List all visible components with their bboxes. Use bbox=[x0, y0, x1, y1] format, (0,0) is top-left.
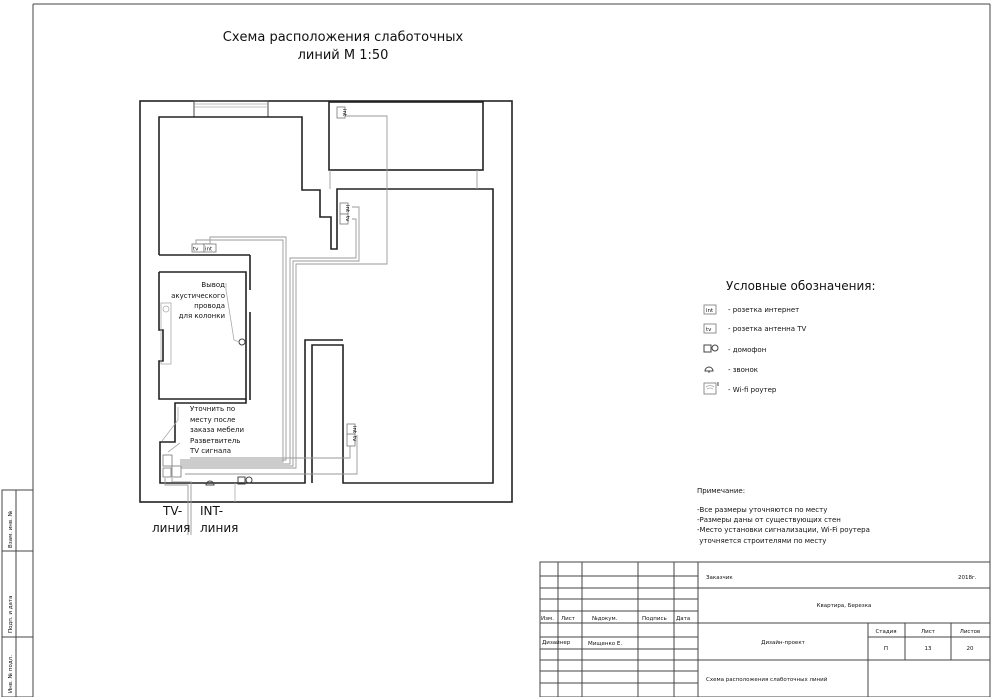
svg-text:Подп. и дата: Подп. и дата bbox=[8, 596, 14, 633]
note-speaker: Вывод акустического провода для колонки bbox=[171, 281, 225, 320]
svg-text:Уточнить по: Уточнить по bbox=[190, 405, 235, 413]
socket-int-bathroom: int bbox=[336, 106, 347, 119]
legend-item-intercom: - домофон bbox=[703, 344, 766, 354]
role: Дизайнер bbox=[542, 639, 571, 646]
window bbox=[193, 100, 269, 118]
svg-text:Инв. № подл.: Инв. № подл. bbox=[8, 655, 14, 693]
designer-name: Мищенко Е. bbox=[588, 641, 622, 647]
side-stamp: Взам. инв. № Подп. и дата Инв. № подл. bbox=[1, 489, 34, 697]
speaker-outlet-icon bbox=[238, 338, 246, 346]
svg-text:int: int bbox=[341, 109, 347, 117]
intercom-icon bbox=[237, 476, 253, 485]
tv-line-label: TV- линия bbox=[152, 504, 190, 535]
svg-text:акустического: акустического bbox=[171, 292, 225, 300]
svg-text:Вывод: Вывод bbox=[201, 281, 225, 289]
sheet-label: Лист bbox=[921, 629, 936, 635]
socket-int-right-room: int bbox=[346, 423, 357, 435]
svg-text:линия: линия bbox=[200, 521, 238, 535]
notes: Примечание: -Все размеры уточняются по м… bbox=[697, 487, 870, 545]
sheet-title: Схема расположения слаботочных линий bbox=[706, 676, 828, 683]
stage-label: Стадия bbox=[875, 629, 896, 635]
header-sheet: Лист bbox=[561, 616, 576, 622]
svg-text:- звонок: - звонок bbox=[728, 366, 758, 374]
svg-text:-Все размеры уточняются по мес: -Все размеры уточняются по месту bbox=[697, 506, 827, 514]
svg-text:Взам. инв. №: Взам. инв. № bbox=[8, 510, 14, 548]
svg-text:- Wi-fi роутер: - Wi-fi роутер bbox=[728, 386, 777, 394]
stage-value: П bbox=[884, 646, 888, 652]
title-block: Изм. Лист №докум. Подпись Дата Дизайнер … bbox=[539, 561, 991, 697]
wifi-router-icon bbox=[171, 465, 182, 478]
note-splitter: Разветвитель TV сигнала bbox=[189, 437, 240, 455]
object-name: Квартира, Березка bbox=[817, 603, 872, 609]
svg-text:tv: tv bbox=[193, 247, 199, 253]
legend-item-wifi: - Wi-fi роутер bbox=[703, 382, 777, 395]
header-date: Дата bbox=[676, 616, 690, 622]
socket-int-room: int bbox=[203, 243, 217, 253]
legend-item-internet: int - розетка интернет bbox=[703, 304, 799, 315]
cable-runs bbox=[164, 115, 478, 535]
customer-label: Заказчик bbox=[706, 575, 733, 581]
svg-text:int: int bbox=[706, 308, 714, 314]
socket-tv-right-room: tv bbox=[346, 433, 357, 447]
internet-socket-icon bbox=[703, 304, 717, 315]
wifi-router-icon bbox=[703, 382, 719, 395]
svg-text:tv: tv bbox=[351, 436, 357, 442]
svg-text:TV-: TV- bbox=[162, 504, 182, 518]
socket-tv-room: tv bbox=[191, 243, 205, 253]
legend-item-doorbell: - звонок bbox=[704, 366, 758, 374]
svg-text:- розетка антенна TV: - розетка антенна TV bbox=[728, 325, 807, 333]
svg-text:-Место установки сигнализации,: -Место установки сигнализации, Wi-Fi роу… bbox=[697, 526, 870, 534]
year: 2018г. bbox=[958, 575, 977, 581]
svg-text:-Размеры даны от существующих: -Размеры даны от существующих стен bbox=[697, 516, 841, 524]
doorbell-icon bbox=[704, 366, 714, 373]
svg-text:tv: tv bbox=[706, 327, 712, 333]
drawing-title-line2: линий М 1:50 bbox=[298, 48, 389, 63]
svg-text:уточняется строителями по мест: уточняется строителями по месту bbox=[697, 537, 826, 545]
tv-socket-icon bbox=[703, 323, 717, 334]
svg-text:Примечание:: Примечание: bbox=[697, 487, 745, 495]
header-change: Изм. bbox=[541, 616, 554, 622]
svg-text:TV сигнала: TV сигнала bbox=[189, 447, 231, 455]
header-signature: Подпись bbox=[642, 616, 667, 622]
sheets-label: Листов bbox=[960, 629, 981, 635]
legend-title: Условные обозначения: bbox=[726, 279, 876, 293]
note-clarify: Уточнить по месту после заказа мебели bbox=[190, 405, 244, 434]
doorbell-icon bbox=[205, 480, 215, 486]
svg-text:линия: линия bbox=[152, 521, 190, 535]
svg-text:для колонки: для колонки bbox=[179, 312, 225, 320]
svg-text:- домофон: - домофон bbox=[728, 346, 766, 354]
svg-text:месту после: месту после bbox=[190, 416, 235, 424]
intercom-icon bbox=[703, 344, 719, 353]
svg-text:int: int bbox=[351, 426, 357, 434]
sheet-value: 13 bbox=[925, 646, 932, 652]
svg-text:- розетка интернет: - розетка интернет bbox=[728, 306, 799, 314]
header-doc-number: №докум. bbox=[592, 616, 618, 622]
internet-socket-icon bbox=[162, 467, 172, 478]
legend-item-tv: tv - розетка антенна TV bbox=[703, 323, 807, 334]
floor-plan: int int tv tv int tv int bbox=[139, 100, 513, 535]
project-type: Дизайн-проект bbox=[761, 639, 805, 646]
drawing-title-line1: Схема расположения слаботочных bbox=[223, 30, 464, 45]
sheets-value: 20 bbox=[967, 646, 974, 652]
tv-splitter-icon bbox=[162, 454, 173, 467]
svg-text:int: int bbox=[344, 205, 350, 213]
svg-text:int: int bbox=[205, 247, 213, 253]
socket-tv-hall: tv bbox=[339, 213, 350, 225]
socket-int-hall: int bbox=[339, 202, 350, 215]
svg-text:провода: провода bbox=[194, 302, 225, 310]
svg-text:INT-: INT- bbox=[200, 504, 223, 518]
svg-text:Разветвитель: Разветвитель bbox=[190, 437, 240, 445]
int-line-label: INT- линия bbox=[200, 504, 238, 535]
svg-text:заказа мебели: заказа мебели bbox=[190, 426, 244, 434]
svg-text:tv: tv bbox=[344, 216, 350, 222]
legend: Условные обозначения: int - розетка инте… bbox=[703, 279, 876, 395]
